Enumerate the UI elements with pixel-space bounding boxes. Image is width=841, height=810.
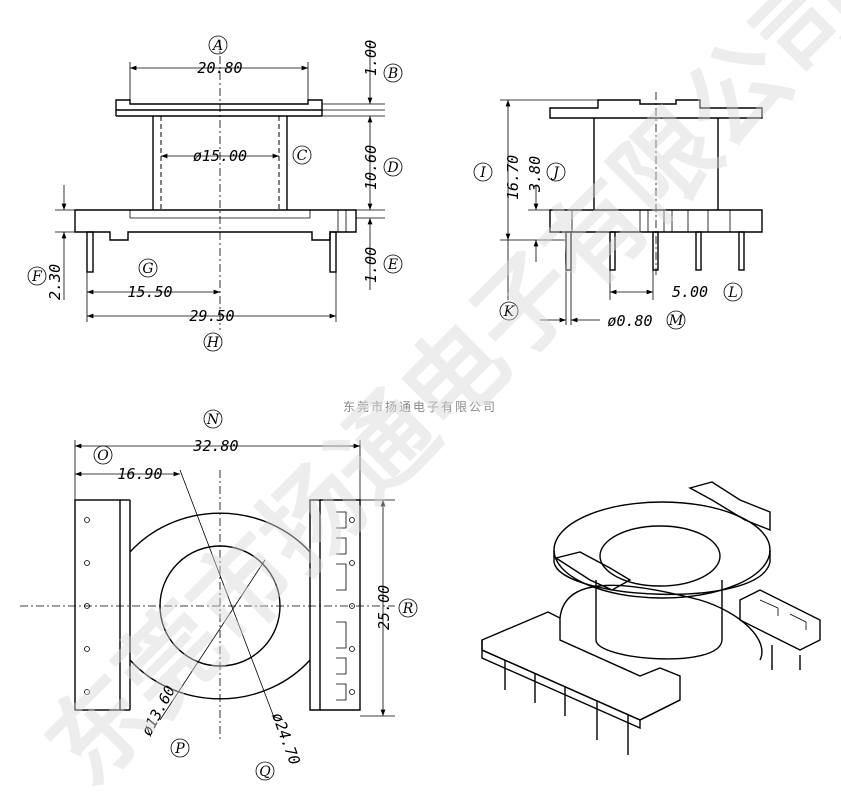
side-pin (609, 231, 616, 271)
iso-top-flange-side (553, 550, 771, 596)
dim-j: 3.80 (526, 156, 544, 193)
dim-b: 1.00 (362, 40, 380, 76)
pin-hole (349, 560, 355, 566)
dim-h: 29.50 (189, 307, 234, 325)
watermark: 东莞市扬通电子有限公司 (24, 0, 841, 807)
label-i: I (479, 165, 486, 181)
label-k: K (503, 304, 516, 320)
label-circle-h (203, 332, 223, 352)
label-circle-a (208, 35, 228, 55)
label-n: N (206, 412, 220, 428)
pin-hole (84, 560, 90, 566)
label-h: H (206, 335, 220, 351)
label-circle-g (138, 258, 158, 278)
side-pin (565, 231, 572, 271)
pin (329, 231, 337, 273)
label-j: J (550, 165, 560, 181)
side-view: I 16.70 J 3.80 K 5.00 L ø0.80 M (473, 92, 763, 330)
front-view: A 20.80 B 1.00 C ø15.00 D 10.60 E 1.00 F… (27, 35, 403, 352)
iso-clip-tab (688, 481, 771, 532)
iso-base-plate (481, 611, 681, 721)
dim-i: 16.70 (504, 155, 522, 200)
label-q: Q (259, 764, 271, 780)
label-circle-o (93, 445, 113, 465)
pin-hole (349, 517, 355, 523)
label-circle-j (546, 162, 566, 182)
dim-m: ø0.80 (607, 312, 652, 330)
right-plate-slots (336, 511, 347, 701)
right-plate (320, 499, 361, 711)
iso-block-slots (759, 599, 807, 630)
base (74, 209, 357, 241)
side-pin (695, 231, 702, 271)
dim-c: ø15.00 (193, 147, 247, 165)
iso-clip-tab (554, 551, 632, 591)
isometric-view (481, 481, 821, 755)
pin (86, 231, 94, 273)
dim-q: ø24.70 (268, 710, 303, 767)
side-pin (652, 231, 659, 271)
pin-hole (349, 689, 355, 695)
dim-n: 32.80 (192, 437, 238, 455)
leader-p (159, 559, 266, 721)
label-o: O (97, 448, 109, 464)
label-e: E (387, 257, 398, 273)
label-circle-i (473, 162, 493, 182)
iso-lower-wall (559, 584, 763, 661)
dim-r: 25.00 (375, 585, 393, 630)
leader-q (179, 469, 276, 721)
label-circle-m (666, 310, 686, 330)
label-m: M (668, 313, 684, 329)
label-circle-b (383, 63, 403, 83)
side-pin (738, 231, 745, 271)
iso-base-side (481, 640, 641, 730)
label-circle-k (499, 301, 519, 321)
label-circle-f (27, 266, 47, 286)
label-circle-q (255, 761, 275, 781)
label-f: F (31, 269, 43, 285)
dim-l: 5.00 (672, 283, 708, 301)
label-g: G (142, 261, 153, 277)
dim-e: 1.00 (362, 247, 380, 283)
label-circle-p (170, 738, 190, 758)
label-circle-n (203, 409, 223, 429)
dim-g: 15.50 (127, 283, 172, 301)
left-plate (74, 499, 121, 711)
label-p: P (174, 741, 185, 757)
iso-right-block (739, 589, 821, 651)
iso-base-edge (639, 699, 681, 721)
pin-hole (84, 646, 90, 652)
label-l: L (727, 285, 737, 301)
top-flange (115, 99, 323, 111)
label-r: R (402, 601, 414, 617)
label-circle-r (398, 598, 418, 618)
label-circle-c (292, 145, 312, 165)
iso-cylinder (595, 580, 723, 660)
dim-d: 10.60 (362, 145, 380, 190)
label-a: A (211, 38, 223, 54)
side-base (549, 209, 763, 233)
pin-hole (84, 517, 90, 523)
label-circle-d (383, 157, 403, 177)
label-circle-e (383, 254, 403, 274)
pin-hole (349, 646, 355, 652)
label-d: D (386, 160, 398, 176)
company-name: 东莞市扬通电子有限公司 (343, 399, 497, 414)
iso-top-bore (599, 525, 721, 587)
label-b: B (387, 66, 398, 82)
pin-hole (349, 603, 355, 609)
dim-a: 20.80 (197, 59, 242, 77)
top-view: N 32.80 O 16.90 ø13.60 P ø24.70 Q 25.00 … (20, 409, 418, 781)
label-circle-l (723, 282, 743, 302)
dim-f: 2.30 (46, 264, 64, 300)
dim-o: 16.90 (117, 465, 162, 483)
label-c: C (297, 148, 308, 164)
pin-hole (84, 689, 90, 695)
